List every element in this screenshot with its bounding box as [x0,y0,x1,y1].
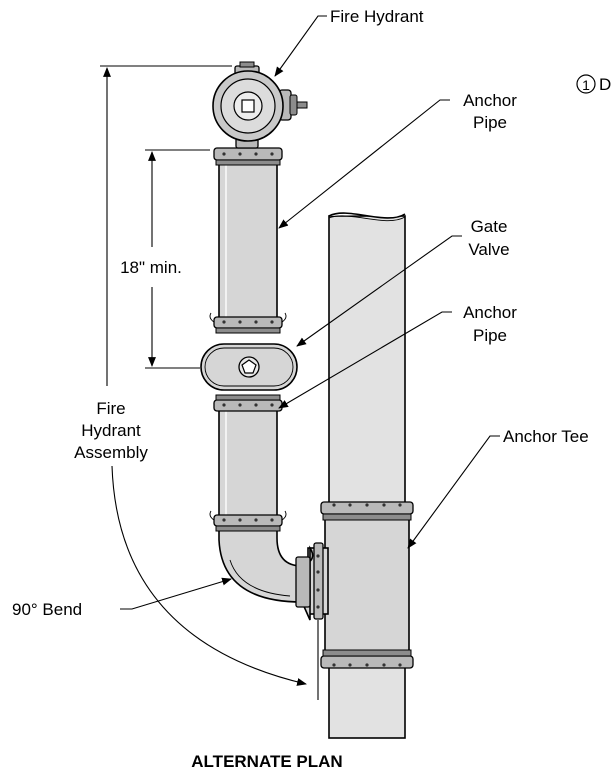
assembly-label-3: Assembly [74,443,148,462]
riser-flanges [209,147,287,532]
anchor-pipe-lower-label-1: Anchor [463,303,517,322]
callout-anchor-pipe-upper: Anchor Pipe [463,91,517,132]
leader-lines [120,15,500,610]
callout-bend: 90° Bend [12,600,82,619]
anchor-pipe-upper-label-1: Anchor [463,91,517,110]
bend-label: 90° Bend [12,600,82,619]
note-number: 1 [582,77,590,93]
anchor-tee-label: Anchor Tee [503,427,589,446]
gate-valve-label-1: Gate [471,217,508,236]
fire-hydrant [212,61,308,149]
fire-hydrant-label: Fire Hydrant [330,7,424,26]
callout-anchor-tee: Anchor Tee [503,427,589,446]
tee-flange-bolts [316,503,402,667]
gate-valve [200,343,298,391]
callout-fire-hydrant: Fire Hydrant [330,7,424,26]
callout-anchor-pipe-lower: Anchor Pipe [463,303,517,345]
anchor-pipe-lower-label-2: Pipe [473,326,507,345]
anchor-pipe-upper [218,157,278,321]
gate-valve-label-2: Valve [468,240,509,259]
anchor-pipe-upper-label-2: Pipe [473,113,507,132]
callout-gate-valve: Gate Valve [468,217,509,259]
ninety-degree-bend [218,524,314,621]
dimension-labels: 18" min. Fire Hydrant Assembly [74,258,182,462]
drawing-title: ALTERNATE PLAN [191,752,342,771]
min-spacing-label: 18" min. [120,258,182,277]
dimension-assembly [100,65,319,700]
assembly-label-1: Fire [96,399,125,418]
assembly-label-2: Hydrant [81,421,141,440]
riser-flange-bolts [222,152,274,522]
note-marker: 1 D [576,74,611,94]
dimension-18-min [145,149,210,369]
anchor-tee [307,501,414,669]
anchor-pipe-lower [218,403,278,527]
note-text: D [599,75,611,94]
